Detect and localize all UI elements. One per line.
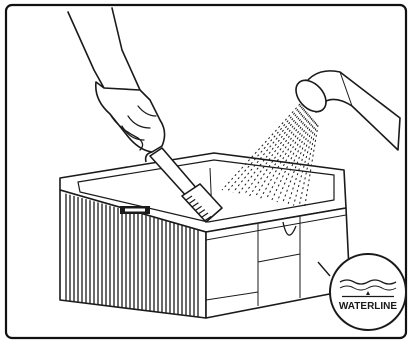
water-tank-icon [60, 153, 350, 318]
waterline-label: WATERLINE [339, 301, 397, 312]
